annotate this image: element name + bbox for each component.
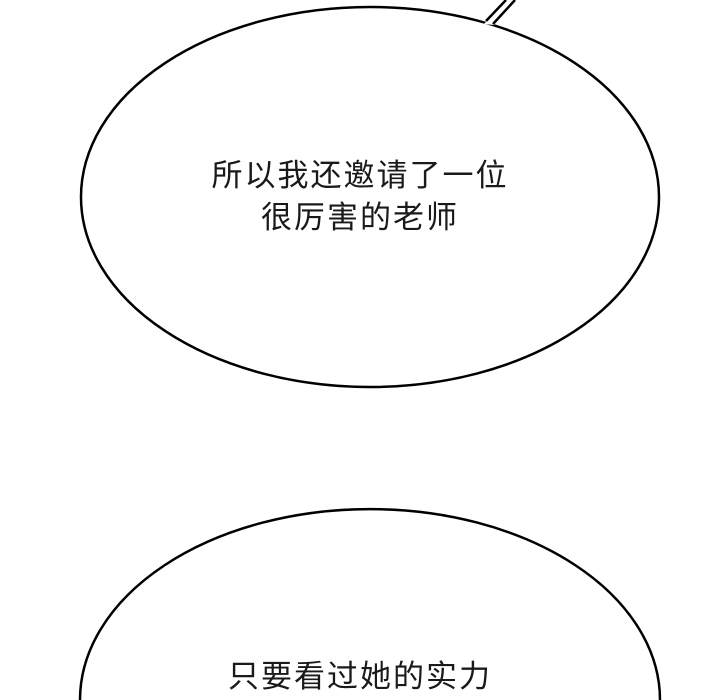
dialogue-line: 只要看过她的实力	[228, 659, 492, 695]
dialogue-line: 所以我还邀请了一位	[211, 158, 509, 194]
speech-bubble-1	[79, 0, 661, 389]
dialogue-line: 很厉害的老师	[261, 200, 459, 236]
speech-bubble-tail	[484, 0, 518, 25]
speech-bubble-2-text: 只要看过她的实力	[0, 656, 720, 698]
speech-bubble-2	[78, 507, 662, 700]
speech-bubble-1-text: 所以我还邀请了一位 很厉害的老师	[0, 155, 720, 239]
